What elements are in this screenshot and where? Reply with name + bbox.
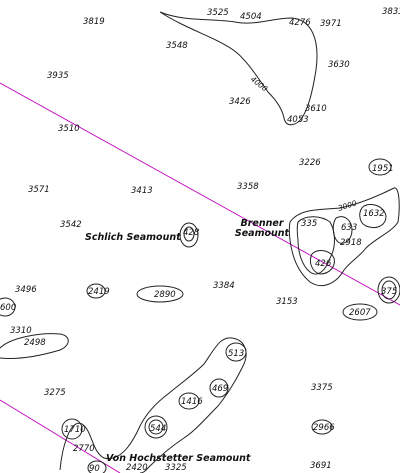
sounding-label: 3610 <box>305 104 327 114</box>
contour-600 <box>0 297 16 317</box>
contour-90 <box>87 460 107 473</box>
contour-schlich-inner <box>183 226 195 242</box>
contour-brenner-inner-2 <box>332 216 353 244</box>
sounding-label: 3571 <box>28 185 50 195</box>
contour-1951 <box>368 158 392 176</box>
sounding-label: 513 <box>228 349 244 359</box>
contour-544-outer <box>144 415 168 439</box>
sounding-label: 2918 <box>340 238 362 248</box>
sounding-label: 3496 <box>15 285 37 295</box>
contour-375-inner <box>381 280 397 300</box>
sounding-label: 3935 <box>47 71 69 81</box>
contour-513 <box>225 342 247 362</box>
sounding-label: 3310 <box>10 326 32 336</box>
sounding-label: 426 <box>315 259 332 269</box>
sounding-label: 3542 <box>60 220 82 230</box>
contour-1416 <box>178 392 200 410</box>
contour-544-inner <box>148 419 164 435</box>
contour-depth-label: 3000 <box>337 198 358 213</box>
contour-1710 <box>61 418 83 440</box>
sounding-label: 2419 <box>88 287 110 297</box>
sounding-label: 3226 <box>299 158 321 168</box>
contour-2607 <box>342 303 378 321</box>
sounding-label: 633 <box>341 223 357 233</box>
contour-von-hochstetter-ridge <box>59 337 247 473</box>
sounding-label: 375 <box>381 287 397 297</box>
sounding-label: 1710 <box>64 425 86 435</box>
sounding-label: 3819 <box>83 17 105 27</box>
sounding-label: 469 <box>212 384 228 394</box>
feature-name-vonhochstetter: Von Hochstetter Seamount <box>106 453 251 464</box>
contour-2419 <box>86 283 106 299</box>
sounding-label: 90 <box>89 464 100 473</box>
sounding-label: 3691 <box>310 461 332 471</box>
sounding-label: 1632 <box>363 209 385 219</box>
sounding-label: 3426 <box>229 97 251 107</box>
sounding-label: 3275 <box>44 388 66 398</box>
contour-schlich-outer <box>179 222 199 248</box>
sounding-label: 335 <box>301 219 317 229</box>
sounding-label: 3971 <box>320 19 342 29</box>
sounding-label: 2498 <box>24 338 46 348</box>
sounding-label: 600 <box>0 303 16 313</box>
sounding-label: 2890 <box>154 290 176 300</box>
sounding-label: 3413 <box>131 186 153 196</box>
sounding-label: 3525 <box>207 8 229 18</box>
contour-4000-north <box>159 11 318 126</box>
contour-2890 <box>136 285 184 303</box>
contour-brenner-inner-3 <box>359 203 387 229</box>
sounding-label: 4504 <box>240 12 262 22</box>
sounding-label: 2607 <box>349 308 371 318</box>
sounding-label: 2966 <box>313 423 335 433</box>
sounding-label: 3548 <box>166 41 188 51</box>
contour-3000-brenner <box>288 187 400 286</box>
feature-name-schlich: Schlich Seamount <box>85 232 181 243</box>
sounding-label: 1416 <box>181 397 203 407</box>
contour-469 <box>209 378 229 398</box>
sounding-label: 3510 <box>58 124 80 134</box>
sounding-label: 3358 <box>237 182 259 192</box>
sounding-label: 2770 <box>73 444 95 454</box>
sounding-label: 544 <box>150 424 166 434</box>
route-line-south <box>0 399 121 473</box>
sounding-label: 3153 <box>276 297 298 307</box>
contour-brenner-426 <box>309 250 335 275</box>
sounding-label: 3375 <box>311 383 333 393</box>
route-line-north <box>0 82 400 306</box>
contour-375-outer <box>377 276 400 304</box>
contour-2498 <box>0 333 69 359</box>
sounding-label: 4276 <box>289 18 311 28</box>
sounding-label: 4053 <box>287 115 309 125</box>
sounding-label: 1951 <box>372 164 394 174</box>
sounding-label: 3630 <box>328 60 350 70</box>
contour-2966 <box>311 419 333 435</box>
contour-brenner-inner-1 <box>296 216 335 275</box>
sounding-label: 3325 <box>165 463 187 473</box>
sounding-label: 428 <box>183 228 200 238</box>
sounding-label: 3384 <box>213 281 235 291</box>
sounding-label: 2420 <box>126 463 148 473</box>
